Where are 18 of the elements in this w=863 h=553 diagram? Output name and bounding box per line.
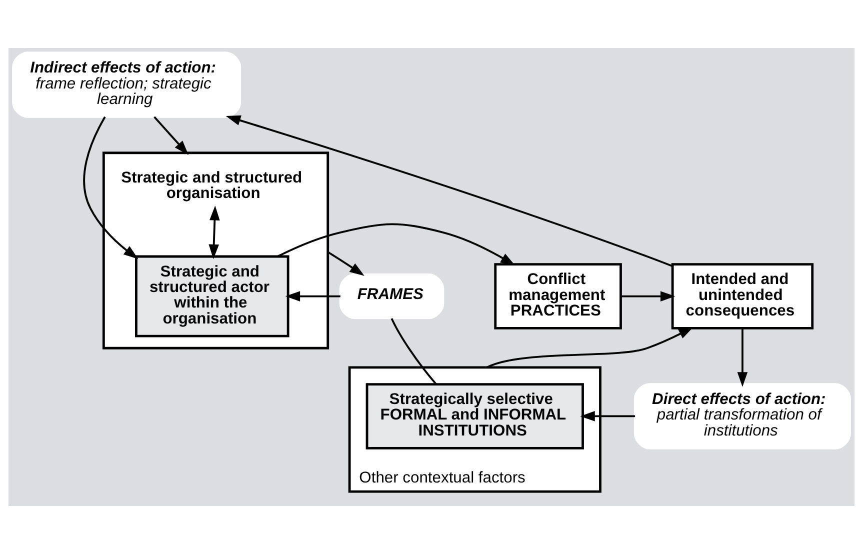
arrow	[327, 250, 364, 276]
arrow	[621, 290, 676, 301]
node-box: Strategically selective FORMAL and INFORMAL INSTITUTIONS	[366, 382, 584, 449]
node-box: Strategic and structured actor within the organisation	[135, 254, 290, 337]
arrow	[737, 328, 748, 386]
node-box: Indirect effects of action: frame reflection; strategic learning	[12, 51, 242, 118]
arrow	[285, 290, 340, 301]
arrow	[208, 205, 220, 259]
arrow	[83, 116, 138, 259]
node-box: FRAMES	[339, 272, 444, 319]
arrow	[277, 222, 516, 266]
arrow	[580, 410, 636, 421]
node-box: Intended and unintended consequences	[671, 262, 814, 329]
node-box: Direct effects of action: partial transformation of institutions	[634, 382, 851, 449]
arrow	[226, 114, 673, 267]
arrow	[154, 116, 189, 155]
arrow	[486, 326, 694, 368]
node-box: Conflict management PRACTICES	[494, 262, 622, 329]
